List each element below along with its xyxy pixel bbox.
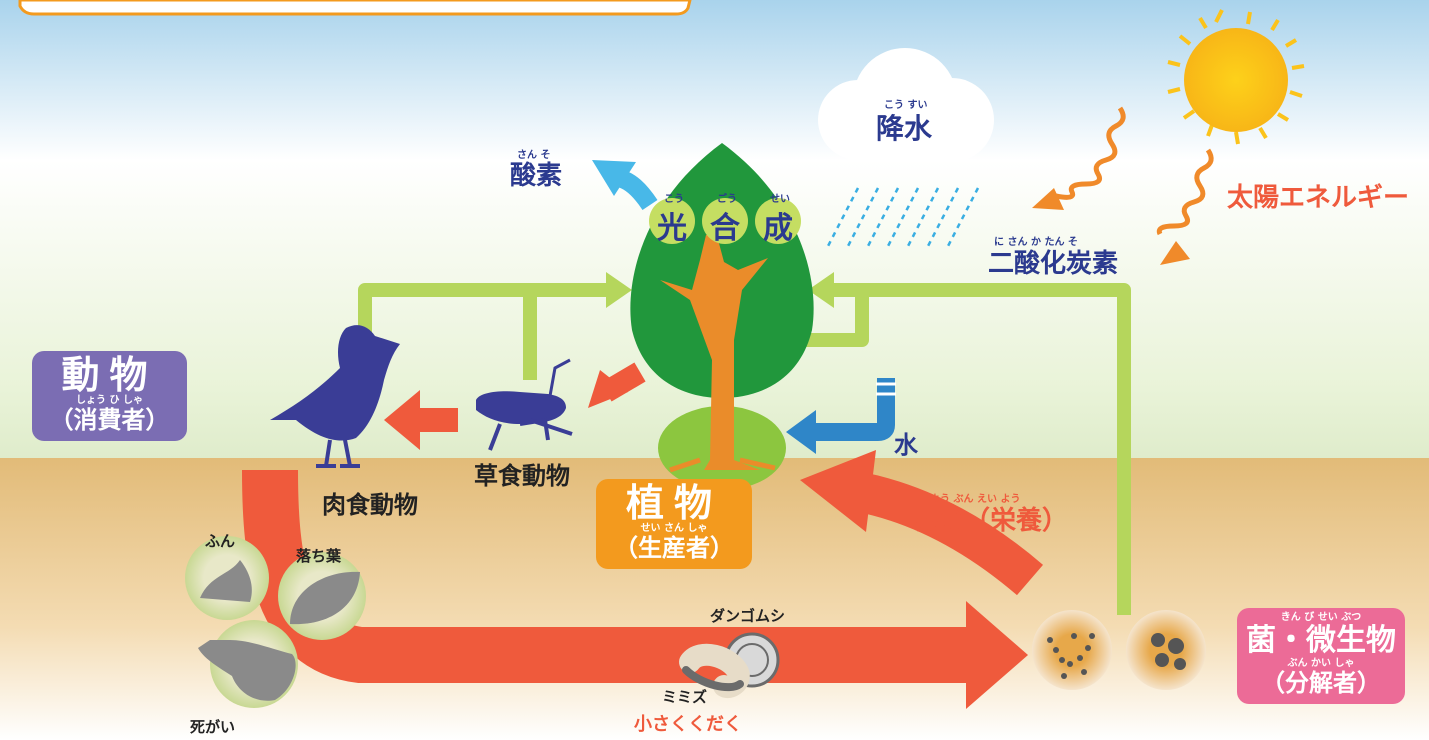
solar-energy-label: 太陽エネルギー [1227,183,1410,213]
photosynthesis-char-1: 光 [657,211,687,246]
photosynthesis-ruby-1: こう [664,194,684,205]
plants-subtitle: （生産者） [614,534,734,562]
herbivore-grasshopper-icon [476,358,573,451]
carcass-bubble [198,620,298,708]
break-down-label: 小さくくだく [634,714,742,735]
microbes-subtitle: （分解者） [1261,669,1381,697]
nutrients-label: 養分（栄養） [912,506,1069,536]
animals-subtitle: （消費者） [49,406,170,434]
plants-ruby: せい さん しゃ [640,523,708,534]
animals-title: 動物 [61,353,158,397]
pill-bug-label: ダンゴムシ [710,607,786,625]
earthworm-label: ミミズ [662,688,708,706]
cloud-icon [818,48,994,162]
arrow-plant-to-herbivore-head [588,370,628,408]
photosynthesis-ruby-2: ごう [717,194,737,205]
oxygen-ruby: さん そ [517,150,551,161]
fallen-leaves-label: 落ち葉 [296,547,342,565]
microbes-decomposer-box: きん び せい ぶつ 菌・微生物 ぶん かい しゃ （分解者） [1237,608,1405,704]
co2-ruby: に さん か たん そ [994,237,1078,248]
plants-producer-box: 植物 せい さん しゃ （生産者） [596,479,752,569]
arrow-decomposer-to-plant-head [800,450,876,532]
photosynthesis-badges [649,198,801,244]
herbivore-label: 草食動物 [474,462,570,490]
co2-arrow-head-right [808,272,834,308]
feces-label: ふん [205,532,236,550]
photosynthesis-ruby-3: せい [770,194,790,205]
solar-ray-head-1 [1032,188,1064,210]
microbes-ruby: きん び せい ぶつ [1280,612,1362,623]
arrow-herbivore-to-carnivore-head [384,390,420,450]
top-tab [18,0,692,16]
microbe-bubble-2 [1126,610,1206,690]
animals-ruby: しょう ひ しゃ [76,395,143,406]
carnivore-label: 肉食動物 [322,491,418,519]
co2-label: 二酸化炭素 [988,249,1119,279]
precipitation-label: 降水 [876,112,933,145]
microbes-ruby-2: ぶん かい しゃ [1287,658,1355,669]
earthworm-icon [679,643,750,698]
fallen-leaves-bubble [278,552,366,640]
solar-ray-arrows [1055,106,1214,236]
oxygen-label: 酸素 [510,161,563,191]
co2-arrow-head-left [606,272,632,308]
photosynthesis-char-2: 合 [710,211,740,246]
solar-ray-head-2 [1160,241,1190,265]
plants-title: 植物 [625,481,722,525]
rain [824,187,980,251]
carcass-label: 死がい [190,718,236,736]
microbes-title: 菌・微生物 [1246,623,1396,658]
arrow-decomposer-to-plant [855,472,1044,596]
nutrients-ruby: よう ぶん えい よう [930,494,1021,505]
water-arrow-stripes [876,382,896,396]
water-arrow [815,378,895,441]
animals-consumer-box: 動物 しょう ひ しゃ （消費者） [32,351,187,441]
water-label: 水 [894,431,918,459]
photosynthesis-char-3: 成 [763,211,793,246]
arrow-detritus-to-decomposer-head [966,601,1028,709]
carnivore-bird-icon [270,325,400,468]
feces-bubble [185,536,269,620]
sun-icon [1167,9,1305,145]
precipitation-ruby: こう すい [884,100,928,111]
oxygen-arrow-head [592,160,636,196]
microbe-bubble-1 [1032,610,1112,690]
water-arrow-head [786,410,816,454]
